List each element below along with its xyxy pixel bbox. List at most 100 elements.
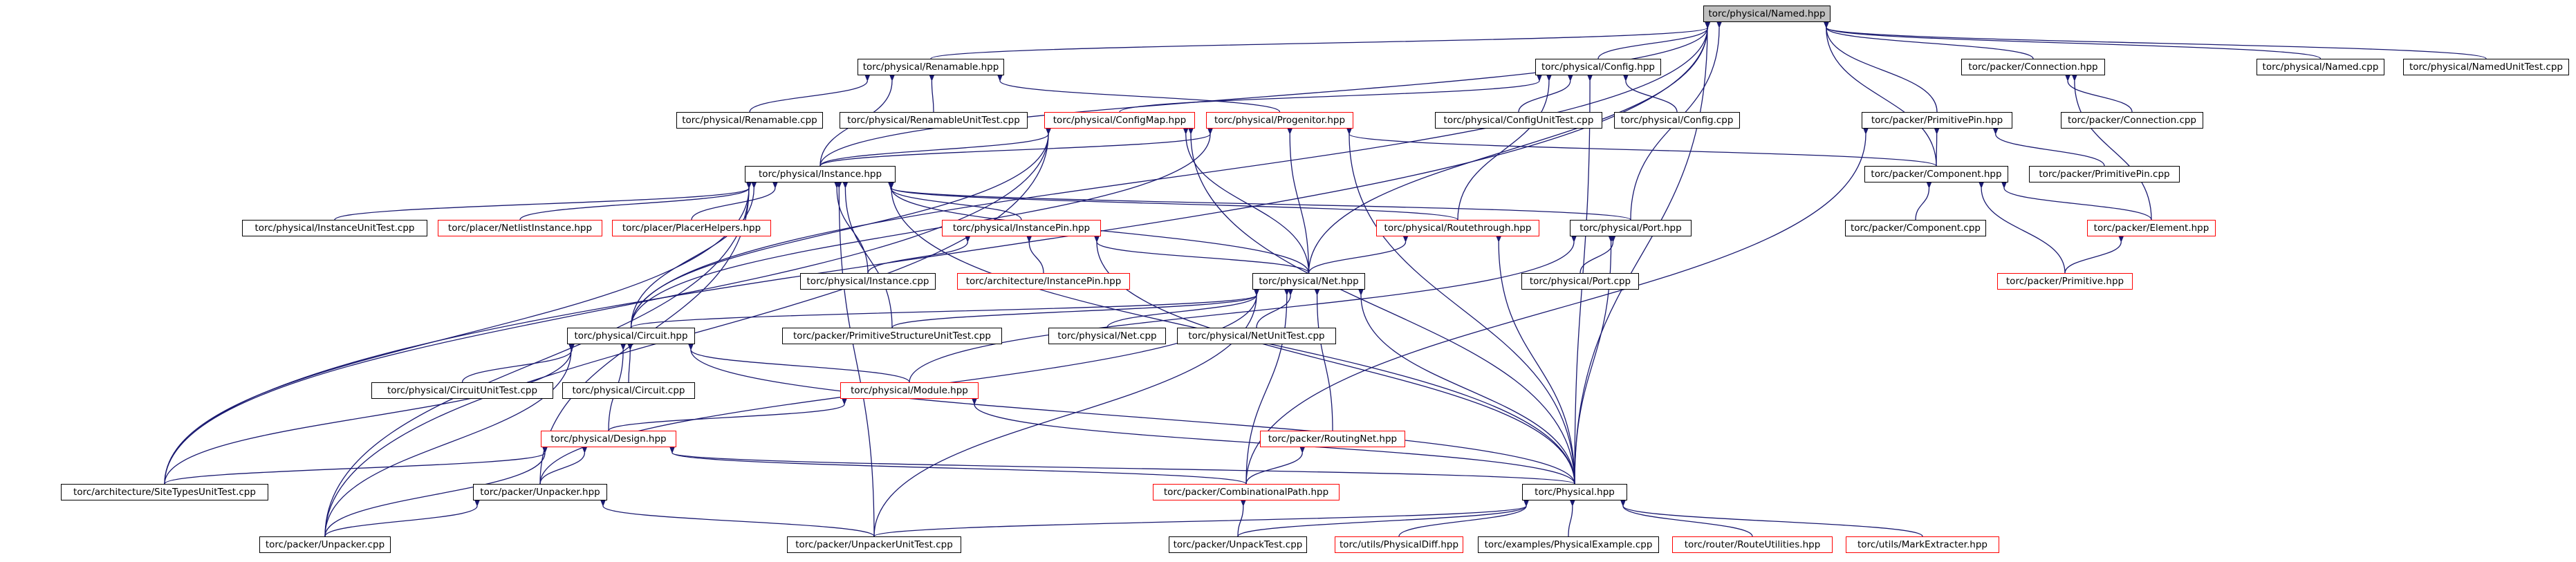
edge-configmap-instance [819, 127, 1052, 167]
node-configcpp[interactable]: torc/physical/Config.cpp [1614, 112, 1740, 129]
edge-routingnet-combpath [1245, 446, 1306, 485]
edge-instance-port [888, 181, 1631, 221]
node-componentcpp[interactable]: torc/packer/Component.cpp [1845, 220, 1986, 236]
edge-named-namedcpp [1823, 21, 2322, 59]
node-primitivepincpp[interactable]: torc/packer/PrimitivePin.cpp [2029, 166, 2180, 182]
node-netunit[interactable]: torc/physical/NetUnitTest.cpp [1177, 328, 1336, 344]
edge-circuit-physical [687, 343, 1575, 485]
edge-physical-physexample [1568, 499, 1575, 537]
node-portcpp[interactable]: torc/physical/Port.cpp [1521, 273, 1639, 290]
node-routeutil[interactable]: torc/router/RouteUtilities.hpp [1672, 536, 1833, 553]
edge-instance-placerhelpers [691, 181, 778, 221]
edge-design-unpackerhpp [539, 446, 588, 485]
node-connectioncpp[interactable]: torc/packer/Connection.cpp [2061, 112, 2203, 129]
node-primstructunit[interactable]: torc/packer/PrimitiveStructureUnitTest.c… [782, 328, 1002, 344]
edge-component-primitive [1979, 181, 2066, 274]
node-markextracter[interactable]: torc/utils/MarkExtracter.hpp [1846, 536, 1999, 553]
edge-net-circuit [630, 288, 1260, 328]
edge-named-instance [819, 21, 1711, 167]
node-netcpp[interactable]: torc/physical/Net.cpp [1048, 328, 1166, 344]
node-configmap[interactable]: torc/physical/ConfigMap.hpp [1044, 112, 1195, 129]
edge-instancepin-net [1093, 235, 1310, 274]
node-pconnection[interactable]: torc/packer/Connection.hpp [1961, 59, 2105, 75]
edge-progenitor-component [1346, 127, 1937, 167]
node-primitivepin[interactable]: torc/packer/PrimitivePin.hpp [1862, 112, 2012, 129]
edge-instance-instanceunit [334, 181, 752, 221]
node-instancepin[interactable]: torc/physical/InstancePin.hpp [942, 220, 1101, 236]
edge-primitivepin-combpath [1245, 127, 1869, 485]
node-progenitor[interactable]: torc/physical/Progenitor.hpp [1206, 112, 1353, 129]
node-module[interactable]: torc/physical/Module.hpp [840, 382, 979, 399]
edge-progenitor-net [1287, 127, 1310, 274]
node-circuitunit[interactable]: torc/physical/CircuitUnitTest.cpp [371, 382, 553, 399]
edge-unpackerhpp-unpackercpp [324, 499, 481, 537]
edge-instance-unpackerunit [836, 181, 875, 537]
edge-progenitor-circuit [630, 127, 1214, 328]
edge-port-portcpp [1579, 235, 1616, 274]
edge-circuit-sitetypesunit [164, 343, 575, 485]
node-circuitcpp[interactable]: torc/physical/Circuit.cpp [562, 382, 695, 399]
edge-design-combpath [669, 446, 1247, 485]
node-unpackerunit[interactable]: torc/packer/UnpackerUnitTest.cpp [787, 536, 961, 553]
node-routethrough[interactable]: torc/physical/Routethrough.hpp [1376, 220, 1539, 236]
edge-primitivepin-component [1934, 127, 1940, 167]
node-sitetypesunit[interactable]: torc/architecture/SiteTypesUnitTest.cpp [61, 484, 268, 500]
node-namedcpp[interactable]: torc/physical/Named.cpp [2257, 59, 2384, 75]
edge-primitivepin-primitivepincpp [1992, 127, 2105, 167]
node-design[interactable]: torc/physical/Design.hpp [541, 431, 676, 447]
edge-named-primitivepin [1823, 21, 1938, 113]
node-unpacktest[interactable]: torc/packer/UnpackTest.cpp [1169, 536, 1307, 553]
edge-physical-unpackerunit [873, 499, 1530, 537]
edge-component-componentcpp [1915, 181, 1932, 221]
edge-config-routethrough [1457, 74, 1552, 221]
edge-named-renamable [930, 21, 1711, 59]
edge-combpath-unpacktest [1237, 499, 1246, 537]
edge-net-physical [1358, 288, 1575, 485]
node-physexample[interactable]: torc/examples/PhysicalExample.cpp [1478, 536, 1659, 553]
edge-routethrough-physical [1496, 235, 1575, 485]
node-physicaldiff[interactable]: torc/utils/PhysicalDiff.hpp [1335, 536, 1463, 553]
edge-net-netcpp [1106, 288, 1260, 328]
node-instancecpp[interactable]: torc/physical/Instance.cpp [800, 273, 936, 290]
edge-net-netunit [1256, 288, 1294, 328]
edge-instance-unpackercpp [324, 181, 752, 537]
edge-circuit-unpackercpp [324, 343, 575, 537]
node-unpackerhpp[interactable]: torc/packer/Unpacker.hpp [473, 484, 607, 500]
edge-circuit-circuitcpp [627, 343, 633, 383]
node-component[interactable]: torc/packer/Component.hpp [1864, 166, 2008, 182]
node-instanceunit[interactable]: torc/physical/InstanceUnitTest.cpp [242, 220, 427, 236]
node-port[interactable]: torc/physical/Port.hpp [1570, 220, 1692, 236]
edge-progenitor-instance [819, 127, 1214, 167]
node-placerhelpers[interactable]: torc/placer/PlacerHelpers.hpp [612, 220, 771, 236]
node-namedunit[interactable]: torc/physical/NamedUnitTest.cpp [2403, 59, 2569, 75]
edge-component-element [2001, 181, 2152, 221]
edge-instance-netlistinstance [519, 181, 752, 221]
node-archinstancepin[interactable]: torc/architecture/InstancePin.hpp [957, 273, 1130, 290]
node-renamablecpp[interactable]: torc/physical/Renamable.cpp [676, 112, 823, 129]
edge-physical-physicaldiff [1398, 499, 1530, 537]
node-element[interactable]: torc/packer/Element.hpp [2087, 220, 2216, 236]
edge-unpackerhpp-unpackerunit [600, 499, 875, 537]
node-physical[interactable]: torc/Physical.hpp [1522, 484, 1627, 500]
node-primitive[interactable]: torc/packer/Primitive.hpp [1997, 273, 2133, 290]
edge-physical-markextracter [1620, 499, 1923, 537]
edge-net-routingnet [1314, 288, 1333, 431]
edge-config-configunit [1518, 74, 1573, 113]
node-renamable[interactable]: torc/physical/Renamable.hpp [858, 59, 1004, 75]
edge-instance-circuit [630, 181, 757, 328]
node-combpath[interactable]: torc/packer/CombinationalPath.hpp [1153, 484, 1340, 500]
node-config[interactable]: torc/physical/Config.hpp [1535, 59, 1661, 75]
edge-named-component [1823, 21, 1937, 167]
edge-named-circuit [630, 21, 1711, 328]
node-netlistinstance[interactable]: torc/placer/NetlistInstance.hpp [438, 220, 602, 236]
node-configunit[interactable]: torc/physical/ConfigUnitTest.cpp [1435, 112, 1602, 129]
node-circuit[interactable]: torc/physical/Circuit.hpp [567, 328, 695, 344]
node-named[interactable]: torc/physical/Named.hpp [1703, 6, 1831, 22]
node-unpackercpp[interactable]: torc/packer/Unpacker.cpp [259, 536, 391, 553]
edge-instance-primstructunit [842, 181, 893, 328]
node-renamableunit[interactable]: torc/physical/RenamableUnitTest.cpp [840, 112, 1028, 129]
node-routingnet[interactable]: torc/packer/RoutingNet.hpp [1260, 431, 1405, 447]
node-instance[interactable]: torc/physical/Instance.hpp [745, 166, 896, 182]
node-net[interactable]: torc/physical/Net.hpp [1252, 273, 1365, 290]
